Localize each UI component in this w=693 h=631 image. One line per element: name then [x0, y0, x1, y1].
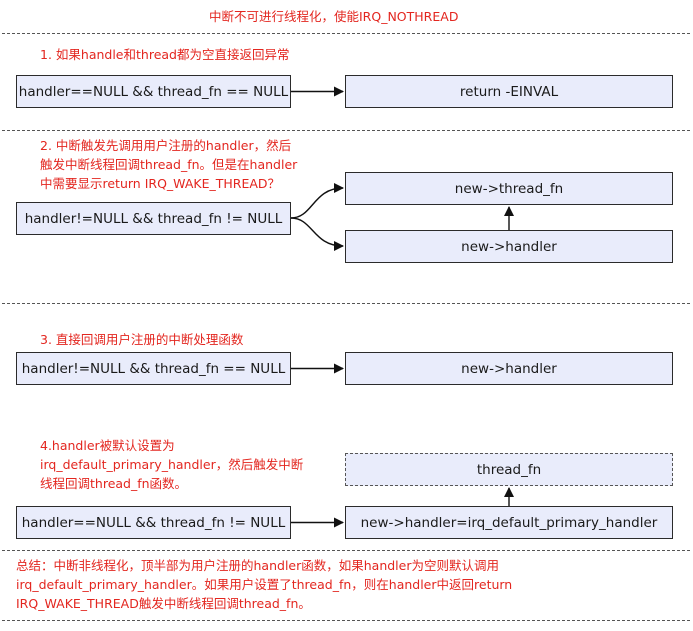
section-2-note-line-3: 中需要显示return IRQ_WAKE_THREAD？ [40, 176, 281, 191]
section-4-note-line-1: 4.handler被默认设置为 [40, 438, 175, 453]
arrow-2-up [290, 183, 344, 219]
separator-line [2, 303, 690, 304]
result-box-return-einval: return -EINVAL [345, 75, 673, 108]
section-3-note: 3. 直接回调用户注册的中断处理函数 [40, 332, 244, 347]
separator-line [2, 130, 690, 131]
result-box-default-primary-handler: new->handler=irq_default_primary_handler [345, 506, 673, 539]
section-4-note-line-3: 线程回调thread_fn函数。 [40, 476, 188, 491]
condition-box-4: handler==NULL && thread_fn != NULL [16, 506, 291, 539]
result-box-new-handler-3: new->handler [345, 352, 673, 385]
arrow-2-down [290, 217, 344, 251]
diagram-title: 中断不可进行线程化，使能IRQ_NOTHREAD [209, 9, 459, 24]
section-2-note-line-1: 2. 中断触发先调用用户注册的handler，然后 [40, 138, 292, 153]
summary-line-3: IRQ_WAKE_THREAD触发中断线程回调thread_fn。 [16, 596, 311, 611]
result-box-thread-fn: thread_fn [345, 453, 673, 486]
condition-box-3: handler!=NULL && thread_fn == NULL [16, 352, 291, 385]
summary-line-2: irq_default_primary_handler。如果用户设置了threa… [16, 577, 513, 592]
separator-line [2, 620, 690, 621]
result-box-new-handler-2: new->handler [345, 230, 673, 263]
condition-box-1: handler==NULL && thread_fn == NULL [16, 75, 291, 108]
section-1-note: 1. 如果handle和thread都为空直接返回异常 [40, 47, 290, 62]
section-4-note-line-2: irq_default_primary_handler，然后触发中断 [40, 457, 304, 472]
section-2-note-line-2: 触发中断线程回调thread_fn。但是在handler [40, 157, 298, 172]
condition-box-2: handler!=NULL && thread_fn != NULL [16, 202, 291, 235]
result-box-new-thread-fn: new->thread_fn [345, 172, 673, 205]
separator-line [2, 33, 690, 34]
summary-line-1: 总结：中断非线程化，顶半部为用户注册的handler函数，如果handler为空… [16, 558, 499, 573]
separator-line [2, 550, 690, 551]
